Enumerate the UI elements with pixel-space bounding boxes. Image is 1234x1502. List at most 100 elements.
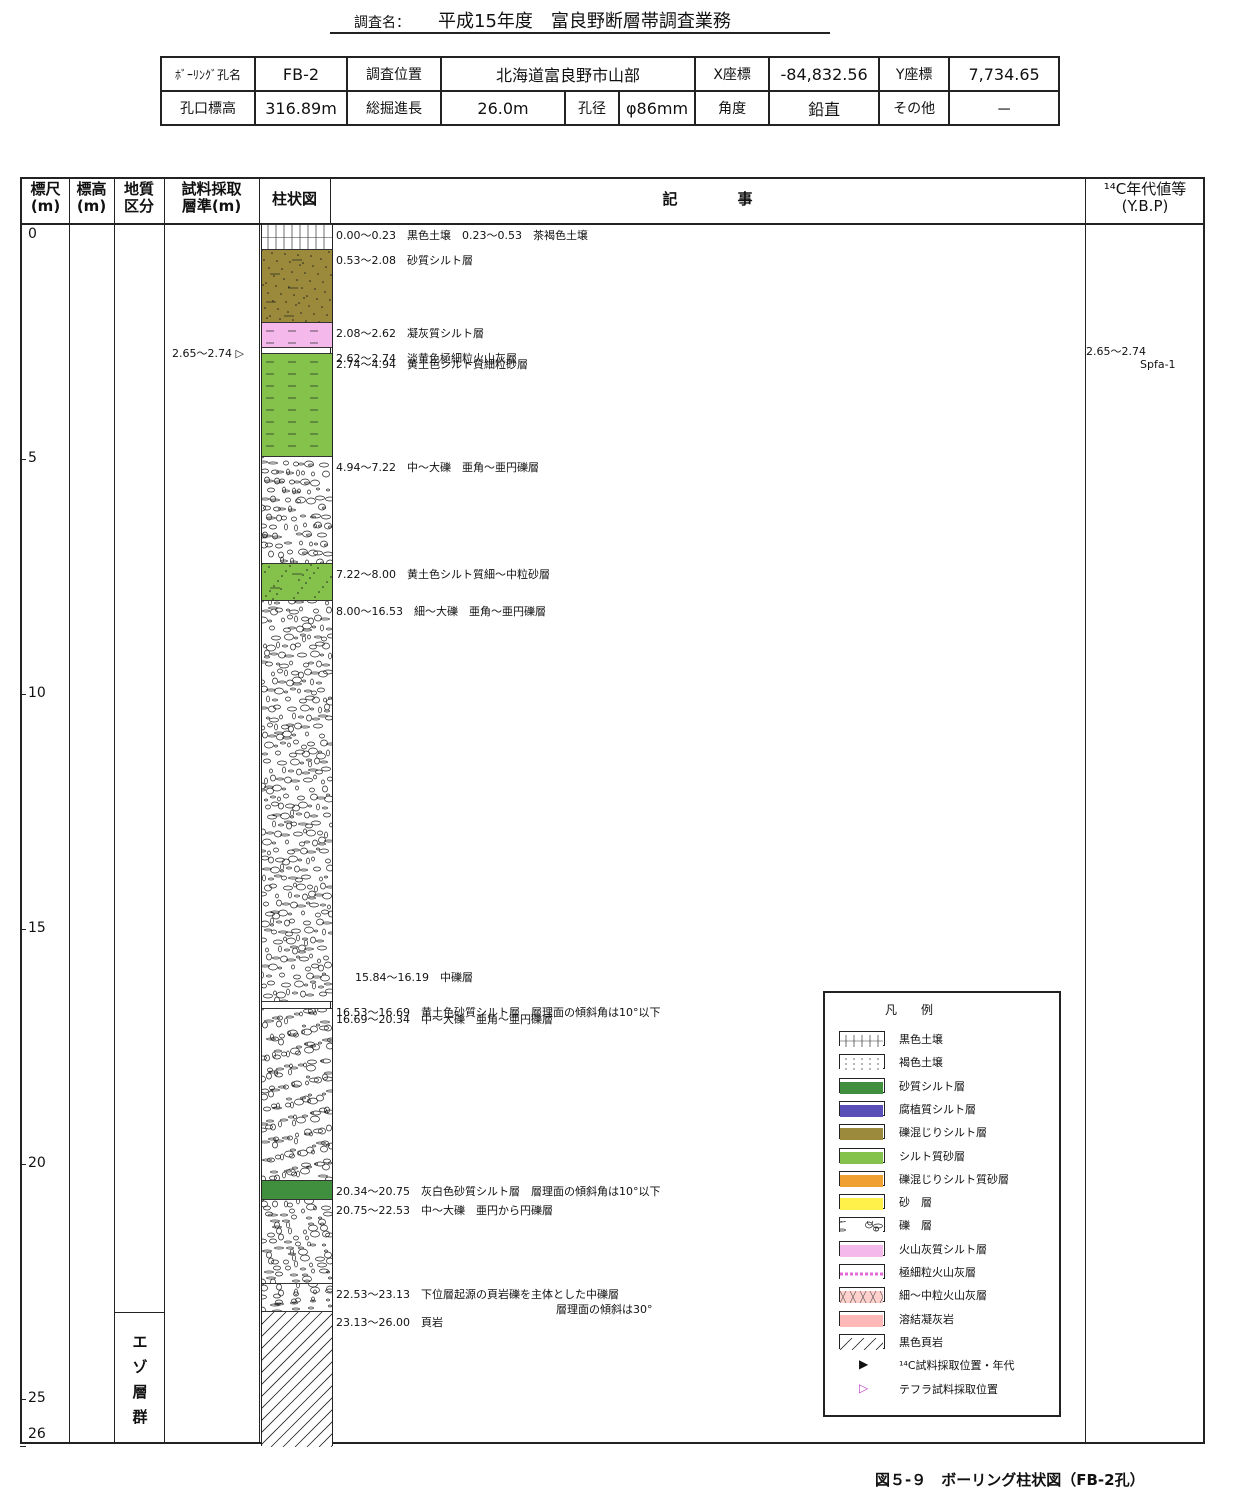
legend-label: 礫混じりシルト質砂層 xyxy=(899,1172,1009,1186)
legend-swatch xyxy=(839,1031,885,1047)
depth-tick xyxy=(20,1446,26,1447)
column-layer xyxy=(262,321,332,348)
survey-title-block: 調査名： 平成15年度 富良野断層帯調査業務 xyxy=(330,4,830,34)
layer-description: 0.00～0.23 黒色土壌 0.23～0.53 茶褐色土壌 xyxy=(336,229,588,242)
legend-label: 溶結凝灰岩 xyxy=(899,1312,954,1326)
depth-label: 26 xyxy=(28,1426,46,1442)
boring-info-row-1: ﾎﾞｰﾘﾝｸﾞ孔名 FB-2 調査位置 北海道富良野市山部 X座標 -84,83… xyxy=(160,56,1061,92)
boring-info-row-2: 孔口標高 316.89m 総掘進長 26.0m 孔径 φ86mm 角度 鉛直 そ… xyxy=(160,90,1061,126)
depth-label: 5 xyxy=(28,450,37,466)
legend-label: シルト質砂層 xyxy=(899,1149,965,1163)
column-layer xyxy=(257,1197,335,1286)
layer-description: 22.53～23.13 下位層起源の頁岩礫を主体とした中礫層 xyxy=(336,1287,619,1301)
value-y: 7,734.65 xyxy=(948,56,1061,92)
label-y: Y座標 xyxy=(878,56,951,92)
legend-swatch xyxy=(839,1077,885,1094)
col-header-elevation: 標高 (m) xyxy=(76,180,107,215)
legend-swatch xyxy=(839,1054,885,1071)
survey-title: 平成15年度 富良野断層帯調査業務 xyxy=(438,11,731,32)
legend-swatch xyxy=(836,1217,885,1234)
label-boring-name: ﾎﾞｰﾘﾝｸﾞ孔名 xyxy=(160,56,256,92)
geo-unit-ezo-group: エ ゾ 層 群 xyxy=(132,1333,148,1426)
depth-tick xyxy=(20,1399,26,1400)
depth-label: 25 xyxy=(28,1390,46,1406)
depth-label: 20 xyxy=(28,1155,46,1171)
col-header-column: 柱状図 xyxy=(271,190,317,208)
legend-swatch xyxy=(839,1170,885,1187)
legend-label: 細～中粒火山灰層 xyxy=(899,1289,987,1303)
col-header-geology: 地質 区分 xyxy=(123,180,154,215)
legend-swatch xyxy=(827,1333,889,1351)
column-layer xyxy=(257,1008,336,1183)
legend-item: 火山灰質シルト層 xyxy=(839,1240,1059,1259)
legend-item: 砂質シルト層 xyxy=(839,1077,1059,1096)
layer-description: 2.62～2.74 淡黄色極細粒火山灰層 xyxy=(336,352,517,366)
depth-tick xyxy=(20,1164,26,1165)
value-other: － xyxy=(948,90,1061,126)
column-layer xyxy=(257,1280,335,1314)
layer-description: 2.74～4.94 黄土色シルト質細粒砂層 xyxy=(336,357,528,371)
legend-label: 黒色土壌 xyxy=(899,1033,943,1046)
column-layer xyxy=(261,248,332,323)
label-depth-total: 総掘進長 xyxy=(346,90,442,126)
legend-item: 黒色土壌 xyxy=(839,1031,1059,1049)
depth-tick xyxy=(20,459,26,460)
legend-swatch xyxy=(839,1310,885,1327)
layer-description: 8.00～16.53 細～大礫 亜角～亜円礫層 xyxy=(336,605,546,618)
column-layer xyxy=(126,1311,467,1448)
legend-item: 溶結凝灰岩 xyxy=(839,1310,1059,1329)
value-location: 北海道富良野市山部 xyxy=(439,56,697,92)
survey-title-label: 調査名： xyxy=(354,15,410,31)
geological-column xyxy=(126,224,467,1448)
label-angle: 角度 xyxy=(694,90,771,126)
legend-label: 極細粒火山灰層 xyxy=(899,1266,976,1279)
value-diameter: φ86mm xyxy=(617,90,697,126)
col-header-c14: ¹⁴C年代値等 (Y.B.P) xyxy=(1103,180,1187,215)
legend-title: 凡 例 xyxy=(885,1003,940,1017)
label-elevation: 孔口標高 xyxy=(160,90,256,126)
depth-label: 10 xyxy=(28,685,46,701)
layer-description: 7.22～8.00 黄土色シルト質細～中粒砂層 xyxy=(336,568,550,582)
legend-label: 黒色頁岩 xyxy=(899,1335,943,1349)
legend-label: 礫混じりシルト層 xyxy=(899,1126,987,1140)
legend-box: 凡 例 黒色土壌褐色土壌砂質シルト層腐植質シルト層礫混じりシルト層シルト質砂層礫… xyxy=(823,991,1061,1417)
c14-sample-name: Spfa-1 xyxy=(1140,358,1176,371)
boring-info-table: ﾎﾞｰﾘﾝｸﾞ孔名 FB-2 調査位置 北海道富良野市山部 X座標 -84,83… xyxy=(160,56,1061,126)
col-header-description: 記 事 xyxy=(662,190,753,208)
legend-item: 礫混じりシルト層 xyxy=(839,1124,1059,1142)
depth-label: 0 xyxy=(28,226,37,242)
depth-tick xyxy=(20,224,26,225)
layer-description: 2.08～2.62 凝灰質シルト層 xyxy=(336,326,484,340)
layer-description: 20.34～20.75 灰白色砂質シルト層 層理面の傾斜角は10°以下 xyxy=(336,1184,661,1198)
boring-log-grid: 標尺 (m) 標高 (m) 地質 区分 試料採取 層準(m) 柱状図 記 事 ¹… xyxy=(20,177,1205,1444)
column-layer xyxy=(257,455,335,567)
col-header-scale: 標尺 (m) xyxy=(30,180,61,215)
value-angle: 鉛直 xyxy=(768,90,881,126)
column-layer xyxy=(262,352,332,457)
layer-description: 4.94～7.22 中～大礫 亜角～亜円礫層 xyxy=(336,461,539,475)
legend-swatch xyxy=(839,1147,885,1164)
value-x: -84,832.56 xyxy=(768,56,881,92)
legend-item: ▶ ¹⁴C試料採取位置・年代 xyxy=(839,1357,1059,1375)
legend-label: テフラ試料採取位置 xyxy=(899,1382,998,1396)
label-other: その他 xyxy=(878,90,951,126)
legend-marker-icon: ▶ xyxy=(859,1357,869,1372)
tephra-sample-depth: 2.65～2.74 ▷ xyxy=(172,347,244,360)
legend-item: 極細粒火山灰層 xyxy=(839,1264,1059,1282)
legend-item: 褐色土壌 xyxy=(839,1054,1059,1072)
legend-swatch xyxy=(839,1124,885,1141)
legend-label: ¹⁴C試料採取位置・年代 xyxy=(899,1359,1015,1373)
legend-label: 砂質シルト層 xyxy=(899,1079,965,1093)
legend-swatch xyxy=(839,1100,885,1117)
label-diameter: 孔径 xyxy=(564,90,620,126)
legend-item: 細～中粒火山灰層 xyxy=(839,1287,1059,1305)
legend-swatch xyxy=(839,1240,885,1257)
depth-tick xyxy=(20,929,26,930)
label-location: 調査位置 xyxy=(346,56,442,92)
legend-item: 礫 層 xyxy=(836,1217,1059,1235)
legend-marker-icon: ▷ xyxy=(859,1380,869,1395)
legend-label: 火山灰質シルト層 xyxy=(899,1242,987,1256)
layer-description: 16.53～16.69 黄土色砂質シルト層 層理面の傾斜角は10°以下 xyxy=(336,1005,661,1019)
legend-item: ▷ テフラ試料採取位置 xyxy=(839,1381,1059,1399)
legend-item: 礫混じりシルト質砂層 xyxy=(839,1170,1059,1189)
